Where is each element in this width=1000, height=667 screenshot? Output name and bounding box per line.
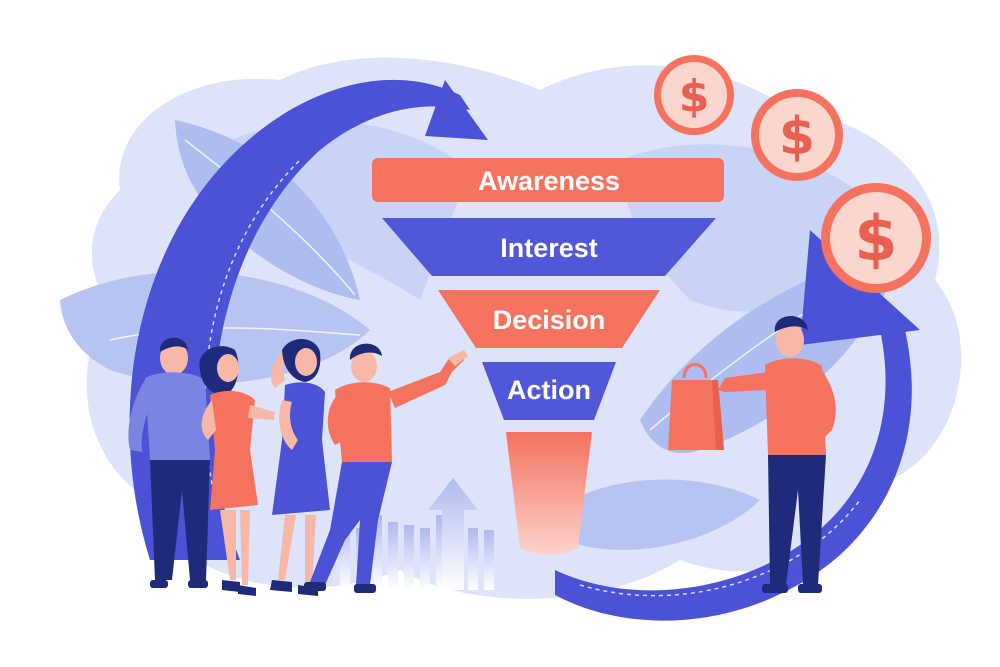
funnel-label-action: Action — [507, 375, 591, 405]
dollar-coin-icon: $ — [654, 55, 734, 135]
svg-text:$: $ — [679, 71, 710, 122]
person-customer-with-bag — [668, 315, 836, 593]
funnel-label-awareness: Awareness — [478, 166, 620, 196]
svg-text:$: $ — [779, 107, 815, 167]
funnel-stage-awareness — [372, 158, 724, 202]
funnel-stage-decision — [438, 290, 660, 348]
person-man-left — [128, 337, 210, 588]
person-man-pointing — [304, 343, 468, 593]
dollar-coin-icon: $ — [821, 183, 931, 293]
funnel-stage-action — [482, 362, 616, 420]
funnel-label-decision: Decision — [493, 305, 606, 335]
funnel-stage-interest — [382, 218, 716, 276]
svg-text:$: $ — [854, 202, 897, 275]
funnel-cup — [506, 432, 592, 555]
dollar-coin-icon: $ — [751, 89, 843, 181]
coins: $ $ $ — [654, 55, 931, 293]
sales-funnel: Awareness Interest Decision Action — [372, 158, 724, 555]
person-woman-coral — [199, 346, 275, 596]
funnel-label-interest: Interest — [500, 233, 598, 263]
shopping-bag-icon — [668, 363, 724, 450]
person-woman-blue — [270, 338, 330, 596]
customers-group — [128, 337, 468, 596]
